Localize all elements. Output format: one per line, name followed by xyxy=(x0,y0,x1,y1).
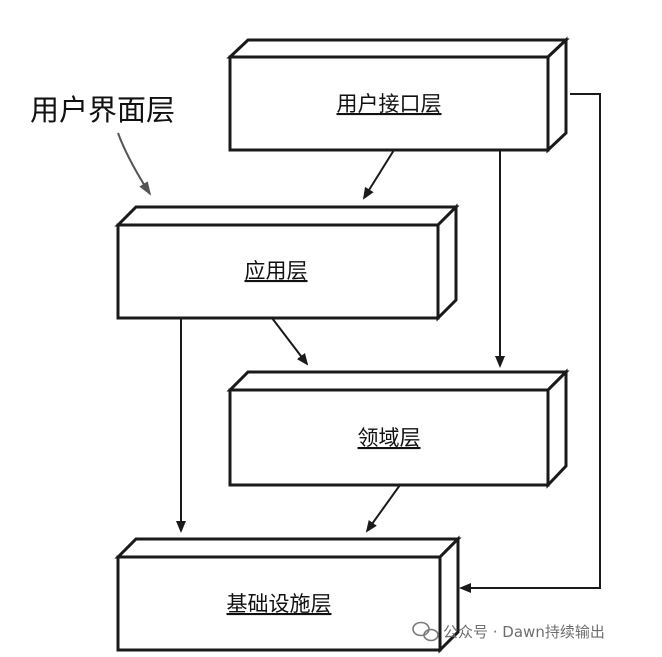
watermark: 公众号 · Dawn持续输出 xyxy=(412,621,605,642)
layer-label-infrastructure: 基础设施层 xyxy=(227,592,332,616)
layer-box-user-interface: 用户接口层 xyxy=(226,36,570,154)
callout: 用户界面层 xyxy=(30,93,175,196)
layer-label-domain: 领域层 xyxy=(358,426,421,450)
watermark-text: 公众号 · Dawn持续输出 xyxy=(443,623,605,641)
callout-arrow xyxy=(117,132,152,196)
edge-app-to-domain xyxy=(271,317,309,366)
layer-label-user-interface: 用户接口层 xyxy=(337,92,442,116)
layer-box-infrastructure: 基础设施层 xyxy=(114,535,462,654)
connectors xyxy=(176,93,601,593)
edge-ui-to-app xyxy=(362,149,395,200)
layer-box-domain: 领域层 xyxy=(226,368,570,489)
layer-box-application: 应用层 xyxy=(114,203,460,322)
wechat-icon xyxy=(412,621,439,642)
callout-label: 用户界面层 xyxy=(30,93,175,127)
edge-ui-to-infra xyxy=(459,93,601,593)
edge-domain-to-infra xyxy=(365,484,401,533)
layer-label-application: 应用层 xyxy=(245,259,308,283)
